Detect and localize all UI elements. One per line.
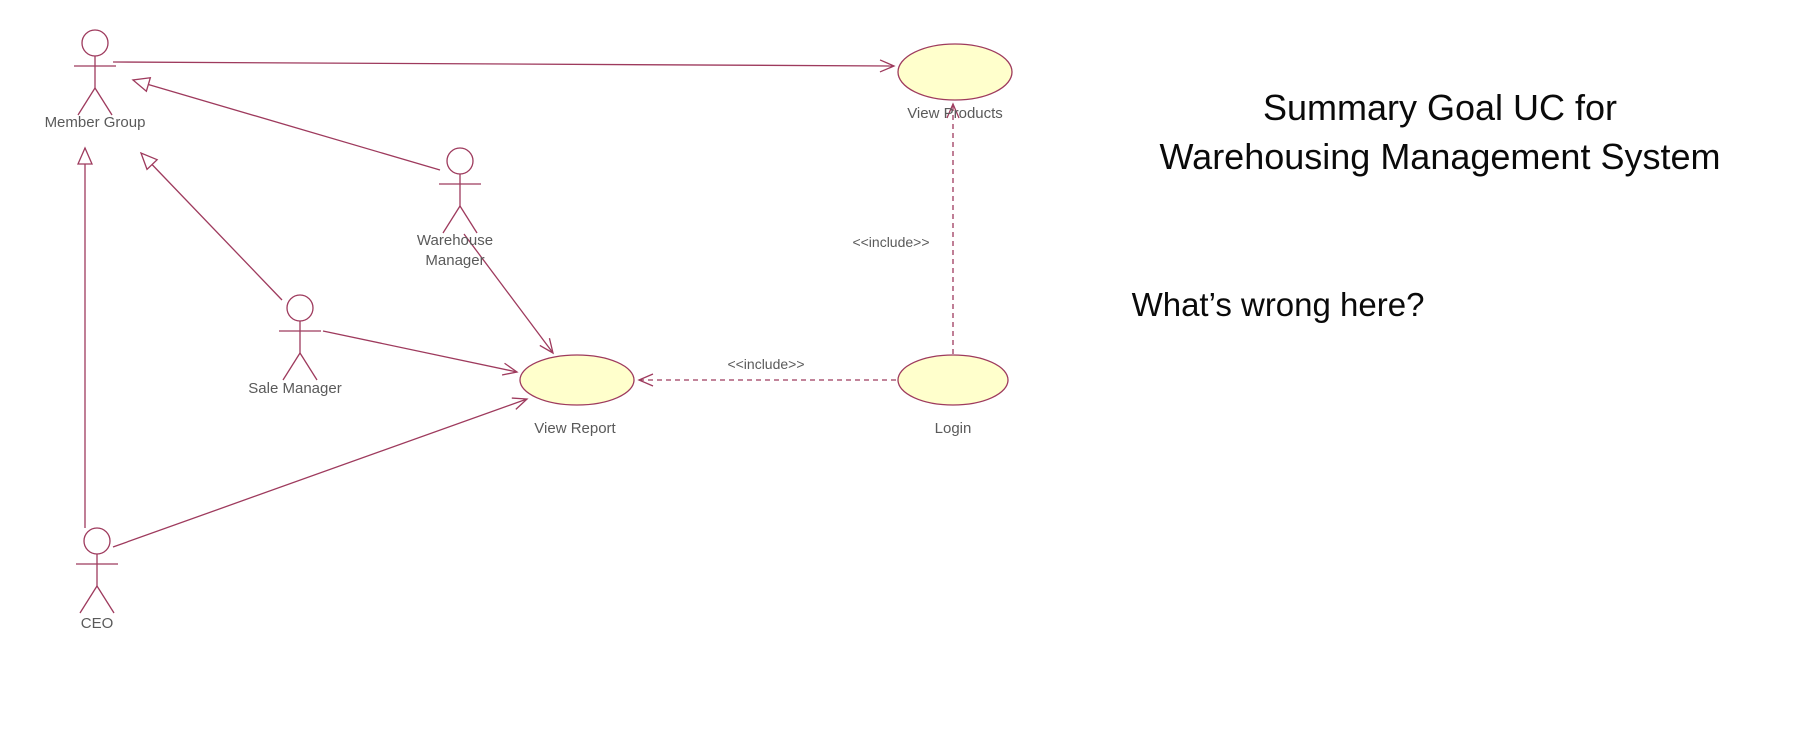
usecase-label-view-products: View Products <box>907 105 1003 122</box>
edge-warehouse-manager-to-member-group <box>131 77 441 171</box>
actor-leg-left-ceo <box>79 585 98 614</box>
edge-sale-manager-to-view-report <box>322 330 519 376</box>
slide-title-line2: Warehousing Management System <box>1159 135 1721 177</box>
actor-label-ceo: CEO <box>81 615 114 632</box>
actor-leg-right-ceo <box>96 585 115 614</box>
edge-sale-manager-to-member-group <box>139 151 283 301</box>
actor-label-line: Sale Manager <box>248 380 341 397</box>
usecase-ellipse-view-products <box>897 43 1013 101</box>
usecase-label-view-report: View Report <box>534 420 616 437</box>
actor-head-member-group <box>81 29 109 57</box>
usecase-ellipse-view-report <box>519 354 635 406</box>
usecase-login: Login <box>897 354 1009 437</box>
actor-member-group: Member Group <box>45 29 146 131</box>
edge-warehouse-manager-to-view-report <box>463 233 554 355</box>
actor-leg-left-sale-manager <box>282 352 301 381</box>
edge-member-group-to-view-products <box>112 59 896 73</box>
usecase-view-products: View Products <box>897 43 1013 122</box>
actor-leg-left-member-group <box>77 87 96 116</box>
actor-sale-manager: Sale Manager <box>248 294 342 397</box>
usecase-view-report: View Report <box>519 354 635 437</box>
edge-label-login-to-view-report: <<include>> <box>727 356 804 372</box>
actor-label-line: Member Group <box>45 114 146 131</box>
actor-leg-right-sale-manager <box>299 352 318 381</box>
actor-leg-right-warehouse-manager <box>459 205 478 234</box>
actor-label-line: CEO <box>81 615 114 632</box>
slide-title-line1: Summary Goal UC for <box>1262 87 1618 128</box>
actor-head-warehouse-manager <box>446 147 474 175</box>
actor-head-sale-manager <box>286 294 314 322</box>
actor-label-member-group: Member Group <box>45 114 146 131</box>
edge-ceo-to-view-report <box>112 397 529 548</box>
actor-label-sale-manager: Sale Manager <box>248 380 341 397</box>
slide-question: What’s wrong here? <box>1131 286 1425 323</box>
usecase-ellipse-login <box>897 354 1009 406</box>
actor-label-line: Warehouse <box>417 232 493 249</box>
slide-title: Summary Goal UC for Warehousing Manageme… <box>1085 84 1794 181</box>
actor-leg-right-member-group <box>94 87 113 116</box>
actor-head-ceo <box>83 527 111 555</box>
edges-layer: <<include>> <<include>> <box>77 59 960 548</box>
edge-label-login-to-view-products: <<include>> <box>852 234 929 250</box>
usecase-label-login: Login <box>935 420 972 437</box>
actor-label-line: Manager <box>425 252 484 269</box>
actor-ceo: CEO <box>76 527 118 632</box>
actor-leg-left-warehouse-manager <box>442 205 461 234</box>
